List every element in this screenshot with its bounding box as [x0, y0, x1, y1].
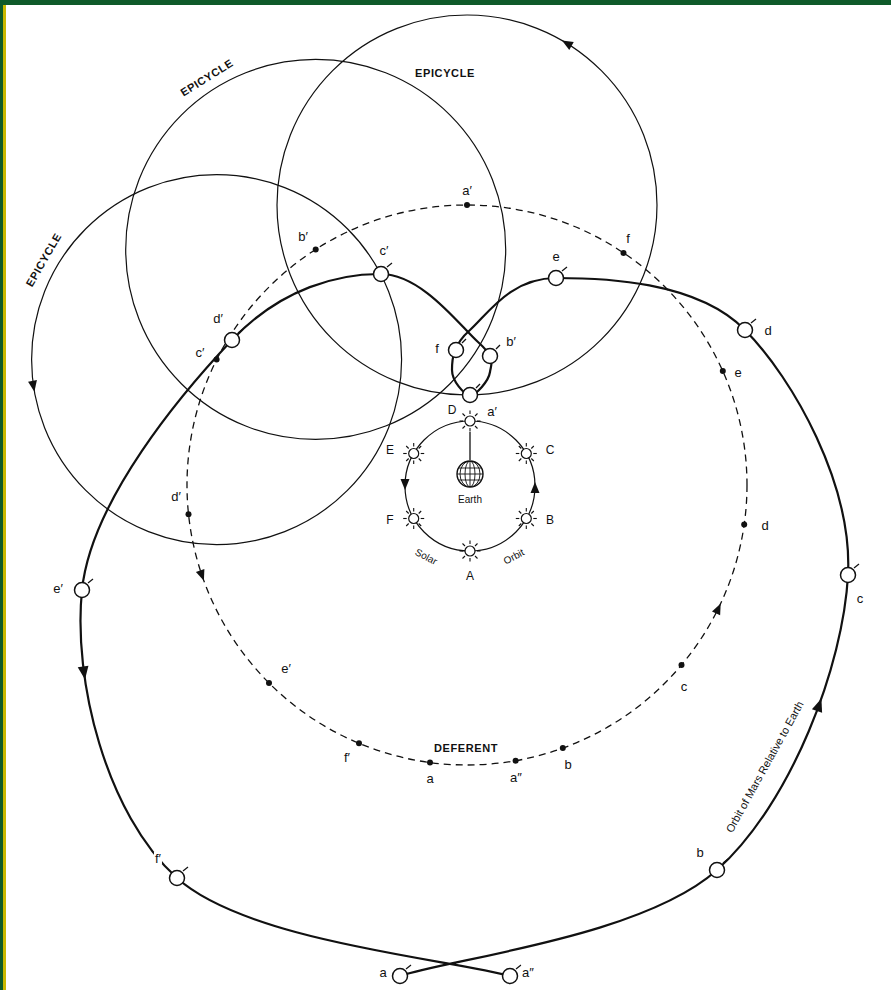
point-label: b: [563, 758, 572, 771]
earth-symbol: [455, 460, 485, 488]
sun-label: D: [447, 404, 458, 416]
point-label: a′: [461, 184, 473, 197]
arrowhead: [196, 569, 208, 582]
point-label: d: [760, 519, 769, 532]
mars-ticks: [88, 263, 859, 969]
point-label: f: [625, 232, 631, 245]
point-label: d: [763, 324, 772, 337]
point-label: c: [856, 592, 865, 605]
orbit-label: Solar: [412, 547, 439, 568]
arrowhead: [78, 666, 91, 681]
sun-symbols: [403, 411, 537, 562]
arrowhead: [812, 697, 827, 713]
point-label: f′: [343, 751, 351, 764]
epicycle-label: EPICYCLE: [178, 57, 236, 99]
point-label: b′: [505, 335, 517, 348]
point-label: b: [695, 846, 704, 859]
point-label: a′: [486, 405, 498, 418]
mars-orbit-path: [80, 274, 848, 976]
epicycle-label: EPICYCLE: [414, 68, 476, 79]
point-label: d′: [212, 312, 224, 325]
arrowhead: [531, 482, 540, 493]
point-label: e′: [52, 582, 64, 595]
point-label: a″: [521, 966, 535, 979]
frame-bar: [3, 5, 6, 990]
deferent-label: DEFERENT: [433, 743, 499, 754]
earth-label: Earth: [457, 495, 483, 505]
sun-label: B: [545, 514, 555, 526]
point-label: a: [378, 966, 387, 979]
sun-label: F: [385, 514, 394, 526]
arrowhead: [401, 479, 410, 490]
deferent-dots: [186, 202, 748, 766]
frame-bar: [0, 0, 3, 990]
point-label: c: [680, 680, 689, 693]
point-label: c′: [195, 346, 206, 359]
sun-label: C: [545, 444, 556, 456]
sun-label: E: [385, 444, 395, 456]
point-label: a″: [509, 771, 523, 784]
mars-positions: [75, 267, 856, 984]
arrowhead: [712, 601, 725, 615]
epicycle-circles: [32, 15, 657, 545]
point-label: c′: [379, 244, 390, 257]
point-label: e′: [280, 662, 292, 675]
sun-label: A: [465, 570, 475, 582]
point-label: b′: [297, 230, 309, 243]
point-label: a: [425, 772, 434, 785]
arrowhead: [28, 380, 39, 392]
point-label: d′: [170, 490, 182, 503]
epicycle-label: EPICYCLE: [24, 230, 64, 289]
arrowhead: [560, 37, 574, 50]
point-label: f: [434, 342, 440, 355]
solar-orbit: [405, 421, 535, 551]
orbit-label: Orbit: [501, 547, 527, 567]
earth-sun-line: [469, 432, 470, 460]
point-label: e: [551, 250, 560, 263]
point-label: f′: [154, 852, 162, 865]
point-label: e: [733, 366, 742, 379]
frame-bar: [0, 0, 891, 5]
